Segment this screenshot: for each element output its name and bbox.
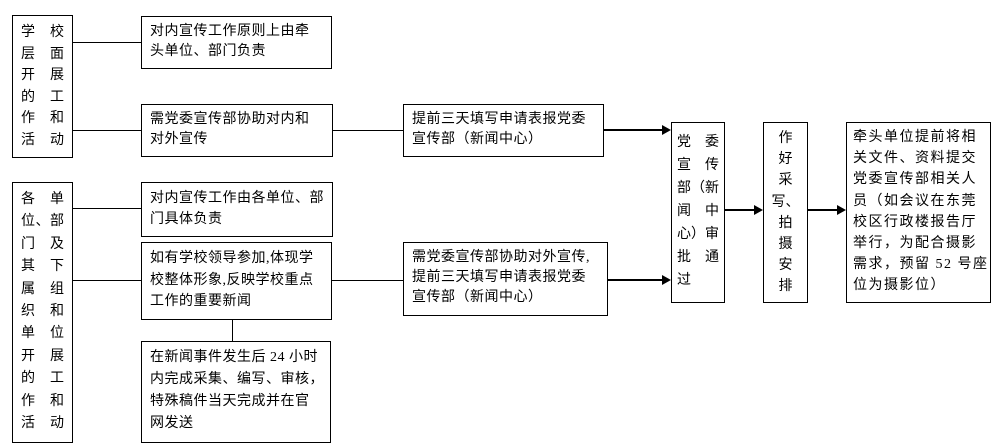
arrow-approval-to-arrangement-line [725,209,754,211]
arrow-external-to-approval-line [608,279,662,281]
text-line: 门具体负责 [150,212,223,227]
text-line: 员（如会议在东莞 [853,193,977,209]
text-line: 门及 [21,236,64,252]
text-line: 层面 [21,46,64,62]
box-internal-unit-responsibility: 对内宣传工作由各单位、部门具体负责 [141,182,333,237]
box-24h-deadline: 在新闻事件发生后 24 小时内完成采集、编写、审核， 特殊稿件当天完成并在官网发送 [141,341,331,443]
text-line: 对外宣传 [150,132,208,147]
text-line: 头单位、部门负责 [150,44,266,59]
text-line: 作和 [21,111,64,126]
text-line: 作和 [21,393,64,409]
box-school-level-activities: 学校层面开展的工作和活动 [12,15,73,158]
text-line: 安 [778,258,793,274]
text-line: 位为摄影位） [853,278,946,294]
connector-school-to-internal-lead [73,42,141,43]
box-need-propaganda-assist: 需党委宣传部协助对内和对外宣传 [141,104,333,157]
connector-units-to-internal-unit [73,208,141,209]
text-line: 需党委宣传部协助对外宣传, [412,250,590,265]
arrow-external-to-approval-head [662,275,671,285]
text-line: 校区行政楼报告厅 [853,214,977,230]
text-line: 摄 [778,237,793,253]
text-line: 提前三天填写申请表报党委 [412,270,586,285]
text-line: 写、 [771,194,800,210]
connector-assist-to-apply [333,130,403,131]
text-line: 宣传部（新闻中心） [412,132,543,147]
arrow-arrangement-to-materials-head [837,205,846,215]
text-line: 各单 [21,192,64,207]
connector-units-to-important-news [73,280,141,281]
arrow-arrangement-to-materials-line [808,209,837,211]
text-line: 闻中 [677,204,719,219]
text-line: 批通 [677,250,719,265]
connector-school-to-assist [73,130,141,131]
text-line: 过 [677,273,691,288]
text-line: 拍 [778,215,793,231]
text-line: 特殊稿件当天完成并在官 [150,394,310,409]
text-line: 对内宣传工作原则上由牵 [150,24,310,39]
text-line: 提前三天填写申请表报党委 [412,112,586,127]
text-line: 对内宣传工作由各单位、部 [150,191,324,206]
text-line: 其下 [21,259,64,275]
text-line: 活动 [21,416,64,432]
text-line: 位、部 [21,214,64,230]
text-line: 举行，为配合摄影 [853,236,977,252]
text-line: 需党委宣传部协助对内和 [150,112,310,127]
text-line: 活动 [21,132,64,148]
text-line: 网发送 [150,416,194,431]
text-line: 在新闻事件发生后 24 小时 [150,350,318,365]
text-line: 单位 [21,326,64,342]
box-approval: 党委宣传部（新闻中心）审批通过 [671,122,725,303]
connector-important-news-to-deadline [232,320,233,341]
text-line: 需求，预留 52 号座 [853,257,989,273]
text-line: 如有学校领导参加,体现学 [150,251,314,266]
text-line: 心）审 [677,227,719,242]
text-line: 部（新 [677,181,719,196]
text-line: 开展 [21,348,64,364]
text-line: 的工 [21,371,64,387]
text-line: 校整体形象,反映学校重点 [150,272,314,288]
box-internal-lead-responsibility: 对内宣传工作原则上由牵头单位、部门负责 [141,16,332,69]
box-materials-submission: 牵头单位提前将相关文件、资料提交党委宣传部相关人员（如会议在东莞校区行政楼报告厅… [846,122,991,303]
text-line: 党委 [677,135,719,150]
text-line: 织和 [21,304,64,320]
box-arrangement: 作好采写、拍摄安排 [763,122,808,303]
box-apply-three-days: 提前三天填写申请表报党委宣传部（新闻中心） [403,104,604,157]
text-line: 的工 [21,89,64,105]
text-line: 宣传 [677,158,719,173]
text-line: 内完成采集、编写、审核， [150,372,324,387]
text-line: 开展 [21,68,64,83]
text-line: 排 [778,279,793,295]
text-line: 牵头单位提前将相 [853,130,977,145]
text-line: 学校 [21,25,64,40]
text-line: 属组 [21,281,64,297]
arrow-apply-to-approval-line [604,129,662,131]
arrow-apply-to-approval-head [662,125,671,135]
text-line: 作 [778,131,793,146]
box-external-apply: 需党委宣传部协助对外宣传, 提前三天填写申请表报党委宣传部（新闻中心） [403,242,608,316]
text-line: 党委宣传部相关人 [853,172,977,188]
text-line: 关文件、资料提交 [853,151,977,167]
text-line: 好 [778,152,793,168]
box-important-news-criteria: 如有学校领导参加,体现学校整体形象,反映学校重点工作的重要新闻 [141,242,332,320]
connector-important-news-to-external-apply [332,280,403,281]
box-units-activities: 各单位、部门及其下属组织和单位开展的工作和活动 [12,182,73,443]
text-line: 工作的重要新闻 [150,294,252,309]
text-line: 采 [778,173,793,189]
text-line: 宣传部（新闻中心） [412,290,543,305]
arrow-approval-to-arrangement-head [754,205,763,215]
